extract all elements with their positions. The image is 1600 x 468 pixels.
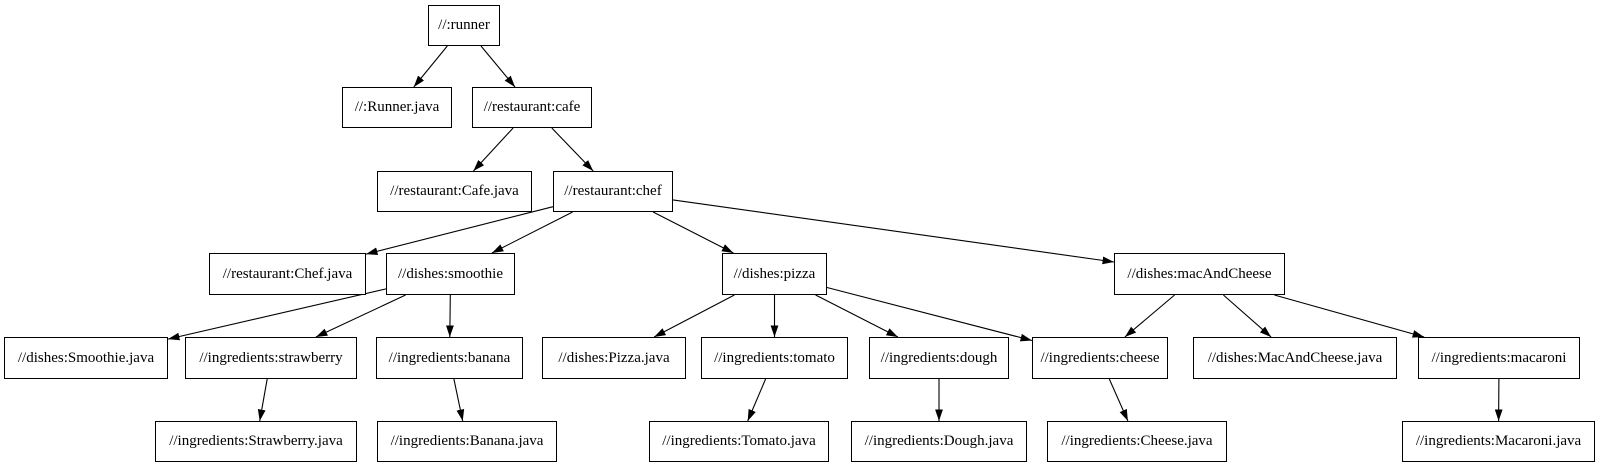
node-label: //dishes:Pizza.java — [558, 349, 670, 366]
graph-node-runner: //:runner — [428, 5, 500, 46]
node-label: //ingredients:banana — [388, 349, 511, 366]
graph-node-cafe: //restaurant:cafe — [472, 87, 592, 128]
graph-edge-macandcheese-macandcheese_java — [1223, 294, 1272, 338]
graph-node-dough: //ingredients:dough — [869, 337, 1009, 379]
graph-edge-pizza-pizza_java — [653, 294, 735, 338]
graph-node-strawberry_java: //ingredients:Strawberry.java — [155, 421, 357, 462]
graph-node-smoothie_java: //dishes:Smoothie.java — [4, 337, 168, 379]
node-label: //ingredients:Strawberry.java — [169, 433, 343, 449]
graph-node-macaroni_java: //ingredients:Macaroni.java — [1402, 421, 1595, 462]
graph-edge-strawberry-strawberry_java — [257, 378, 268, 422]
node-label: //restaurant:Cafe.java — [390, 183, 519, 199]
node-label: //:runner — [438, 17, 490, 33]
node-label: //ingredients:Macaroni.java — [1415, 433, 1582, 449]
node-label: //dishes:macAndCheese — [1127, 265, 1272, 282]
node-label: //dishes:Smoothie.java — [17, 349, 155, 366]
graph-edge-cafe-cafe_java — [472, 127, 514, 172]
graph-edge-chef-chef_java — [365, 206, 554, 256]
graph-edge-cheese-cheese_java — [1108, 378, 1129, 422]
graph-edge-chef-smoothie — [491, 211, 573, 254]
node-label: //restaurant:chef — [564, 183, 662, 199]
node-label: //dishes:MacAndCheese.java — [1207, 349, 1383, 366]
graph-node-macandcheese_java: //dishes:MacAndCheese.java — [1193, 337, 1397, 379]
graph-node-pizza: //dishes:pizza — [722, 253, 827, 295]
node-label: //dishes:pizza — [733, 265, 816, 282]
graph-edge-smoothie-smoothie_java — [167, 288, 387, 341]
graph-node-cheese_java: //ingredients:Cheese.java — [1047, 421, 1227, 462]
node-label: //ingredients:cheese — [1040, 349, 1160, 366]
graph-node-banana_java: //ingredients:Banana.java — [377, 421, 557, 462]
graph-edge-smoothie-strawberry — [315, 294, 406, 338]
graph-node-cafe_java: //restaurant:Cafe.java — [377, 171, 532, 212]
graph-node-banana: //ingredients:banana — [376, 337, 523, 379]
graph-edge-runner-cafe — [480, 45, 516, 88]
node-label: //restaurant:cafe — [483, 99, 581, 115]
graph-node-strawberry: //ingredients:strawberry — [185, 337, 357, 379]
graph-edge-macandcheese-cheese — [1124, 294, 1175, 338]
node-label: //:Runner.java — [354, 99, 440, 115]
node-label: //ingredients:strawberry — [199, 349, 343, 366]
graph-node-macaroni: //ingredients:macaroni — [1418, 337, 1580, 379]
node-label: //restaurant:Chef.java — [222, 265, 353, 282]
graph-edge-banana-banana_java — [453, 378, 465, 422]
graph-node-cheese: //ingredients:cheese — [1032, 337, 1168, 379]
node-label: //dishes:smoothie — [398, 265, 503, 282]
graph-node-runner_java: //:Runner.java — [342, 87, 452, 128]
graph-edge-pizza-dough — [815, 294, 899, 338]
node-label: //ingredients:Cheese.java — [1061, 433, 1213, 449]
node-label: //ingredients:dough — [880, 349, 998, 366]
graph-node-macandcheese: //dishes:macAndCheese — [1114, 253, 1285, 295]
graph-node-chef: //restaurant:chef — [553, 171, 673, 212]
node-label: //ingredients:Dough.java — [864, 433, 1014, 449]
graph-node-pizza_java: //dishes:Pizza.java — [542, 337, 686, 379]
graph-edge-smoothie-banana — [446, 294, 454, 338]
node-label: //ingredients:macaroni — [1431, 349, 1567, 366]
graph-node-chef_java: //restaurant:Chef.java — [209, 253, 366, 295]
graph-edge-runner-runner_java — [413, 45, 448, 88]
graph-edge-cafe-chef — [551, 127, 594, 172]
graph-node-smoothie: //dishes:smoothie — [386, 253, 515, 295]
node-label: //ingredients:tomato — [714, 349, 835, 366]
graph-node-tomato: //ingredients:tomato — [701, 337, 848, 379]
node-label: //ingredients:Tomato.java — [662, 433, 816, 449]
graph-edge-tomato-tomato_java — [747, 378, 767, 422]
graph-edge-pizza-cheese — [826, 286, 1033, 342]
graph-node-tomato_java: //ingredients:Tomato.java — [649, 421, 829, 462]
graph-node-dough_java: //ingredients:Dough.java — [851, 421, 1027, 462]
graph-edge-chef-pizza — [652, 211, 734, 254]
graph-edge-macandcheese-macaroni — [1274, 294, 1425, 338]
node-label: //ingredients:Banana.java — [390, 433, 544, 449]
